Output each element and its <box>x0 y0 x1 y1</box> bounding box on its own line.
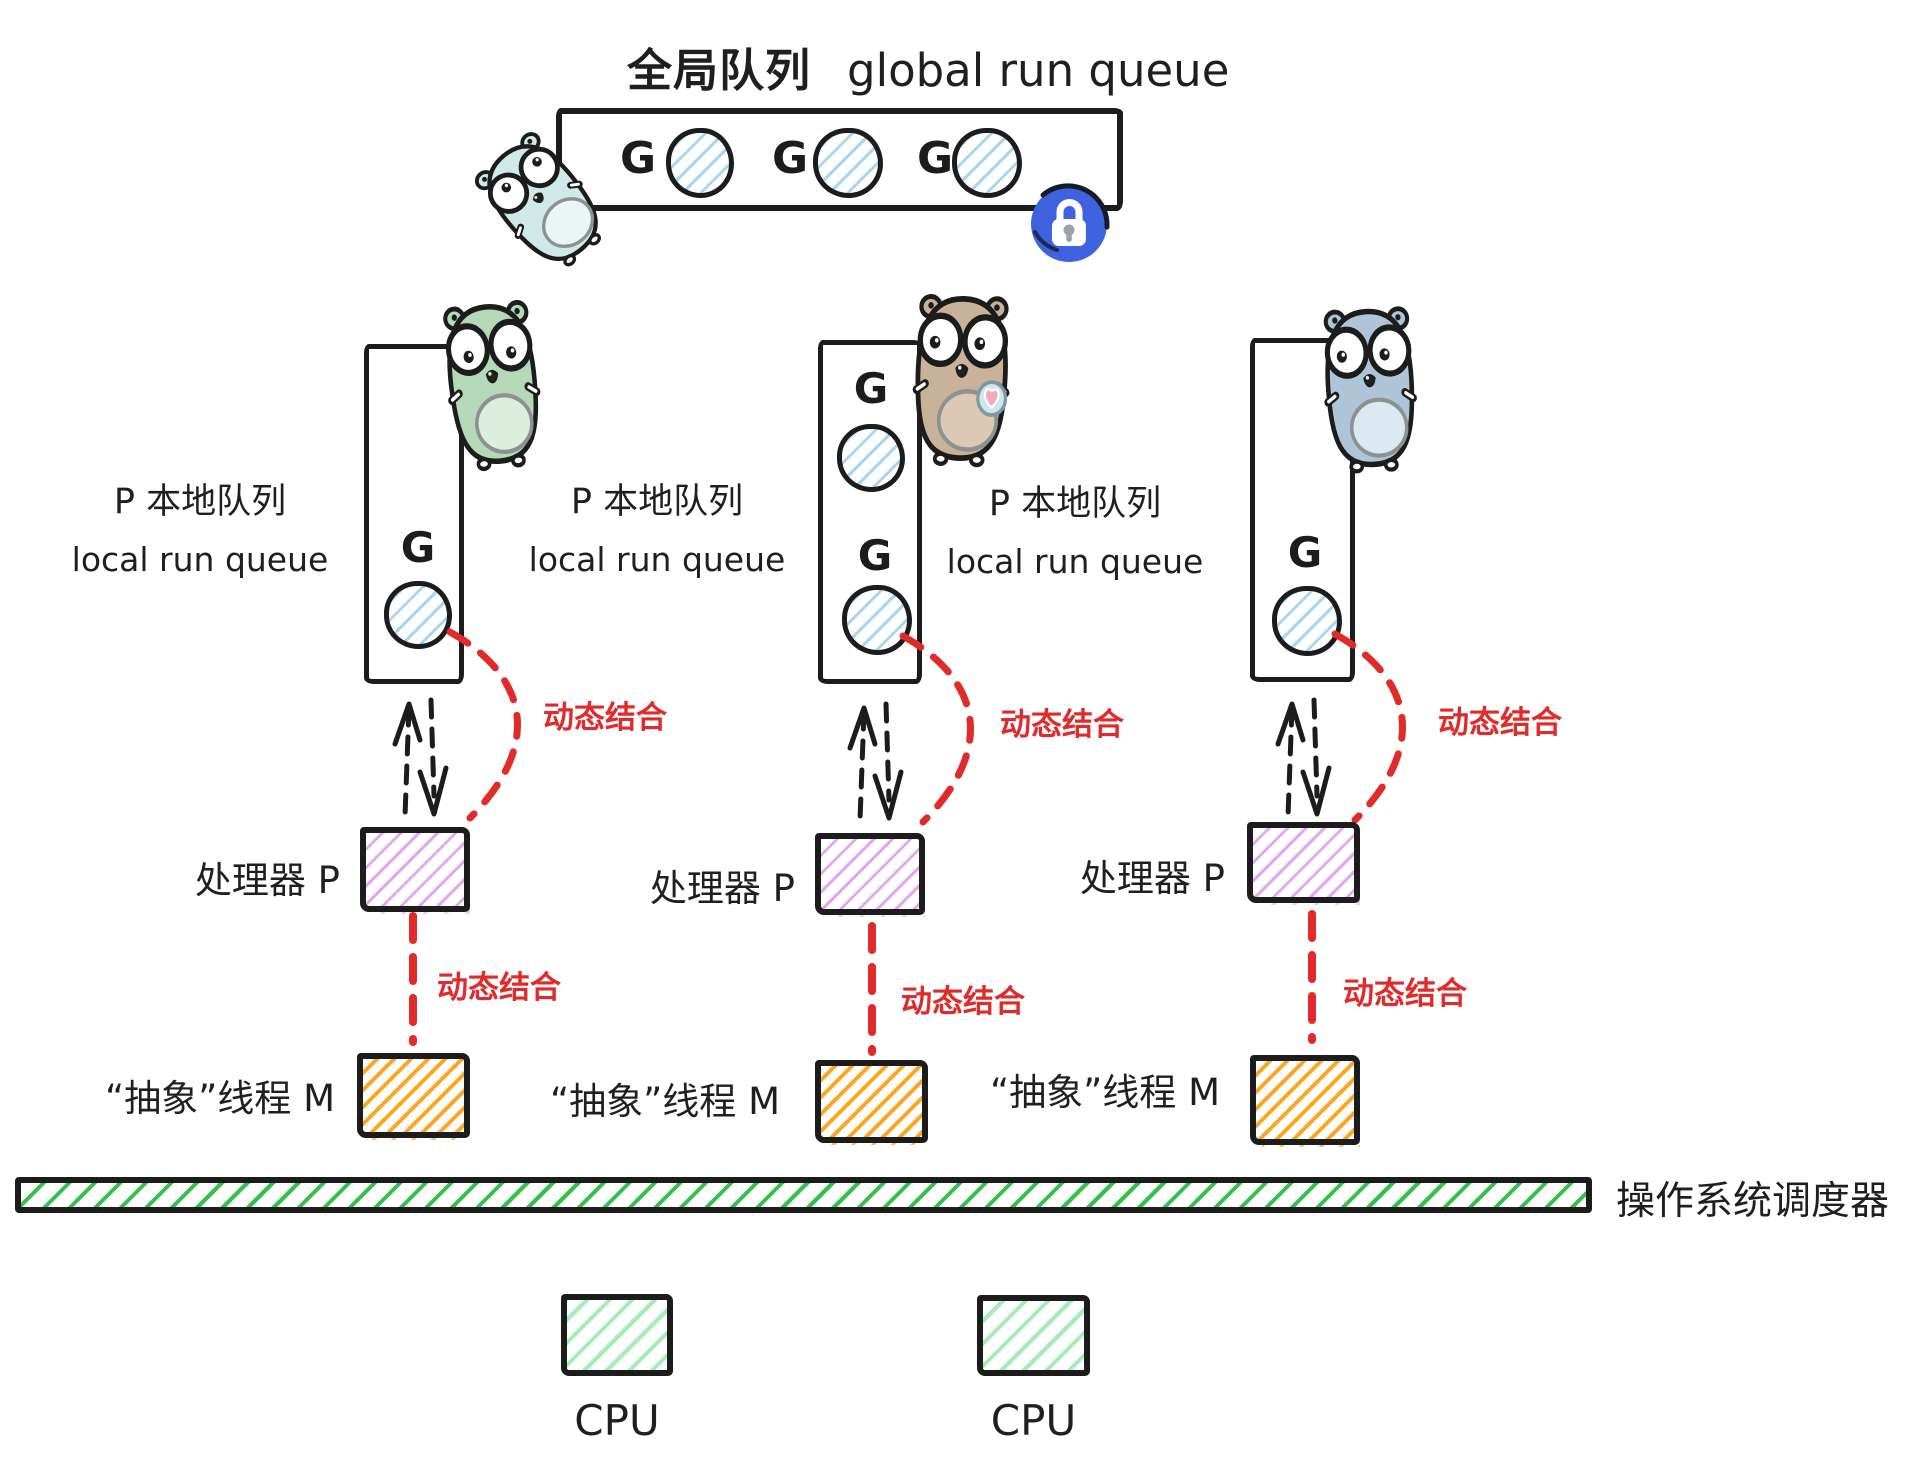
goroutine-circle <box>384 581 452 649</box>
processor-label-3: 处理器 P <box>1079 857 1225 900</box>
goroutine-label: G <box>853 364 889 413</box>
gopher-mascot-3 <box>1310 300 1431 476</box>
goroutine-circle <box>842 585 912 655</box>
goroutine-circle <box>952 128 1022 198</box>
local-queue-label-zh: P 本地队列 <box>113 482 287 522</box>
dynamic-bind-curve-3 <box>1325 628 1445 828</box>
local-run-queue-box-1: G <box>364 344 464 684</box>
gopher-mascot-1 <box>428 293 557 476</box>
dynamic-bind-label-lower-2: 动态结合 <box>901 984 1025 1020</box>
global-run-queue-box: G G G <box>556 108 1123 211</box>
local-queue-label-3: P 本地队列 local run queue <box>915 486 1235 579</box>
os-scheduler-label: 操作系统调度器 <box>1616 1179 1890 1224</box>
processor-label-2: 处理器 P <box>649 867 795 910</box>
cpu-label-1: CPU <box>574 1396 660 1445</box>
cpu-label-2: CPU <box>990 1396 1077 1445</box>
dynamic-bind-label-lower-3: 动态结合 <box>1343 976 1467 1012</box>
processor-label-1: 处理器 P <box>194 859 340 902</box>
goroutine-circle <box>1272 586 1342 656</box>
goroutine-label: G <box>857 531 893 580</box>
goroutine-label: G <box>771 133 809 184</box>
goroutine-label: G <box>916 133 954 184</box>
thread-label-1: “抽象”线程 M <box>104 1077 335 1120</box>
swap-arrows-3 <box>1266 694 1338 822</box>
dynamic-bind-label-upper-1: 动态结合 <box>543 700 667 736</box>
local-run-queue-box-2: G G <box>818 340 922 684</box>
dynamic-bind-line-3 <box>1304 906 1320 1048</box>
processor-box-3 <box>1247 822 1360 905</box>
lock-icon <box>1027 182 1111 266</box>
goroutine-circle <box>837 424 905 492</box>
goroutine-circle <box>666 128 734 198</box>
gopher-mascot-2 <box>900 288 1023 469</box>
goroutine-circle <box>813 128 883 198</box>
local-run-queue-box-3: G <box>1250 338 1355 682</box>
global-queue-title-en: global run queue <box>847 44 1230 97</box>
dynamic-bind-curve-2 <box>893 630 1013 830</box>
gopher-mascot-global <box>459 117 626 288</box>
goroutine-label: G <box>619 133 657 184</box>
processor-box-2 <box>815 833 925 917</box>
processor-box-1 <box>360 827 470 914</box>
local-queue-label-en: local run queue <box>946 541 1204 581</box>
dynamic-bind-curve-1 <box>440 626 560 826</box>
dynamic-bind-label-upper-2: 动态结合 <box>1000 707 1124 743</box>
dynamic-bind-label-upper-3: 动态结合 <box>1438 705 1562 741</box>
swap-arrows-1 <box>383 694 455 822</box>
local-queue-label-2: P 本地队列 local run queue <box>497 484 817 577</box>
local-queue-label-en: local run queue <box>528 539 786 579</box>
dynamic-bind-label-lower-1: 动态结合 <box>437 970 561 1006</box>
thread-box-1 <box>357 1053 470 1140</box>
local-queue-label-en: local run queue <box>71 539 329 579</box>
thread-label-2: “抽象”线程 M <box>549 1080 780 1123</box>
goroutine-label: G <box>400 523 436 572</box>
thread-label-3: “抽象”线程 M <box>989 1071 1220 1114</box>
local-queue-label-1: P 本地队列 local run queue <box>40 484 360 577</box>
dynamic-bind-line-1 <box>405 908 421 1050</box>
thread-box-3 <box>1250 1055 1360 1147</box>
cpu-box-1 <box>561 1294 673 1376</box>
os-scheduler-bar <box>15 1177 1592 1213</box>
thread-box-2 <box>815 1060 928 1145</box>
local-queue-label-zh: P 本地队列 <box>570 482 744 522</box>
diagram-title: 全局队列 global run queue <box>627 34 1229 99</box>
global-queue-title-zh: 全局队列 <box>627 44 812 97</box>
swap-arrows-2 <box>838 698 910 826</box>
goroutine-label: G <box>1287 528 1323 577</box>
dynamic-bind-line-2 <box>864 918 880 1060</box>
cpu-box-2 <box>977 1295 1090 1376</box>
local-queue-label-zh: P 本地队列 <box>988 484 1162 524</box>
